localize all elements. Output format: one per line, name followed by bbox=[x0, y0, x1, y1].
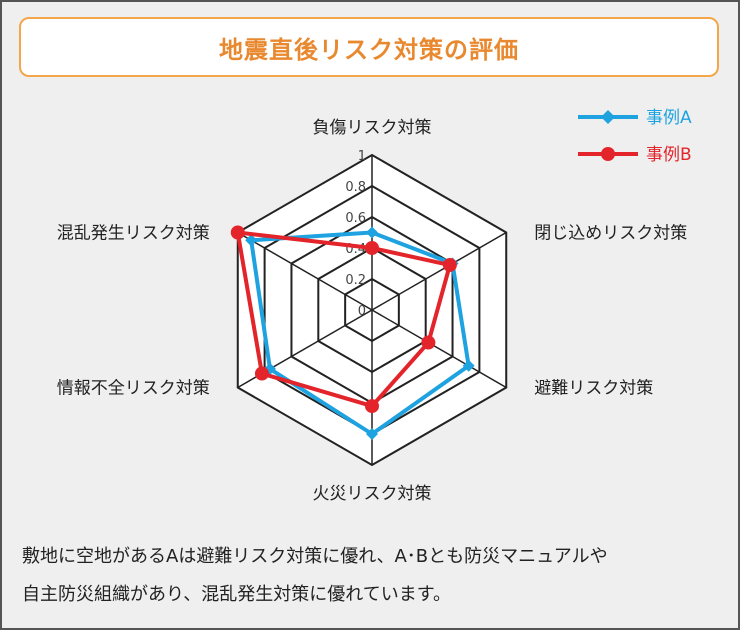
caption-line-2: 自主防災組織があり、混乱発生対策に優れています。 bbox=[22, 584, 451, 605]
legend-marker-circle bbox=[601, 147, 615, 161]
axis-label: 負傷リスク対策 bbox=[313, 118, 432, 138]
data-point-circle bbox=[365, 241, 379, 255]
data-point-diamond bbox=[245, 234, 258, 247]
axis-label: 閉じ込めリスク対策 bbox=[534, 224, 687, 244]
tick-label: 0 bbox=[358, 304, 366, 319]
axis-label: 避難リスク対策 bbox=[534, 379, 653, 399]
tick-label: 1 bbox=[358, 149, 366, 164]
axis-label: 火災リスク対策 bbox=[313, 484, 432, 504]
data-point-circle bbox=[365, 399, 379, 414]
axis-spoke bbox=[237, 231, 373, 311]
tick-label: 0.2 bbox=[345, 273, 366, 288]
caption-line-1: 敷地に空地があるAは避難リスク対策に優れ、A･Bとも防災マニュアルや bbox=[22, 546, 608, 567]
data-point-circle bbox=[254, 366, 269, 381]
axis-spoke bbox=[371, 231, 507, 311]
legend-marker-diamond bbox=[601, 110, 615, 124]
axis-label: 情報不全リスク対策 bbox=[57, 379, 210, 399]
tick-label: 0.8 bbox=[345, 180, 366, 195]
data-point-circle bbox=[421, 335, 436, 350]
chart-caption: 敷地に空地があるAは避難リスク対策に優れ、A･Bとも防災マニュアルや 自主防災組… bbox=[22, 538, 722, 614]
data-point-diamond bbox=[366, 226, 378, 239]
data-point-diamond bbox=[366, 428, 378, 440]
axis-spoke bbox=[371, 309, 507, 389]
legend-label: 事例B bbox=[646, 145, 692, 165]
axis-label: 混乱発生リスク対策 bbox=[57, 224, 210, 244]
radar-chart-svg: 00.20.40.60.81負傷リスク対策閉じ込めリスク対策避難リスク対策火災リ… bbox=[57, 108, 692, 504]
chart-title-box: 地震直後リスク対策の評価 bbox=[19, 17, 719, 77]
data-point-circle bbox=[230, 225, 245, 240]
tick-label: 0.6 bbox=[345, 211, 366, 226]
chart-title: 地震直後リスク対策の評価 bbox=[219, 35, 519, 64]
data-point-diamond bbox=[462, 359, 475, 372]
data-point-circle bbox=[442, 258, 457, 273]
legend-label: 事例A bbox=[646, 108, 692, 128]
